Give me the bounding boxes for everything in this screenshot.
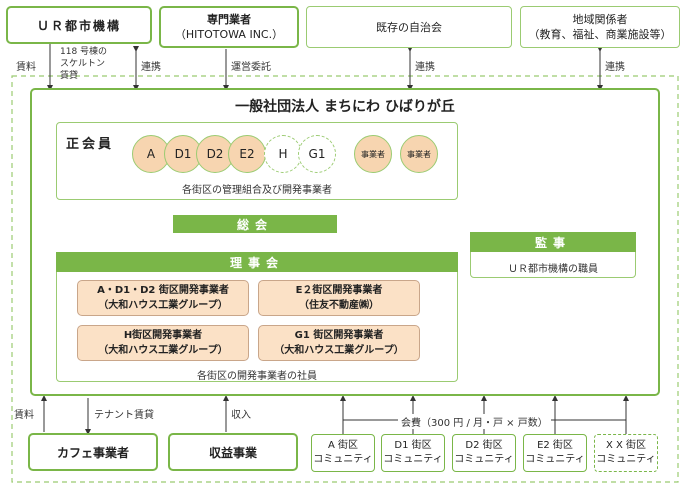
community-d1-type: コミュニティ (383, 454, 443, 465)
membership-fee-label: 会費（300 円 / 月・戸 × 戸数） (398, 414, 551, 429)
community-e2-type: コミュニティ (525, 454, 585, 465)
rent-bottom-label: 賃料 (14, 410, 34, 421)
member-d1-label: D1 (174, 147, 192, 161)
developer-e2-group: （住友不動産㈱） (299, 300, 379, 311)
developer-a-d1-d2-group: （大和ハウス工業グループ） (98, 300, 228, 311)
member-business-2-label: 事業者 (407, 149, 431, 159)
general-meeting-band: 総会 (173, 215, 337, 233)
skeleton-rental-label: 118 号棟の スケルトン 賃貸 (60, 46, 107, 82)
member-e2: E2 (228, 135, 266, 173)
income-label: 収入 (231, 410, 251, 421)
member-business-1: 事業者 (354, 135, 392, 173)
auditor-band: 監事 (470, 232, 636, 252)
developer-card-e2: E２街区開発事業者 （住友不動産㈱） (258, 280, 420, 316)
cafe-operator-label: カフェ事業者 (56, 445, 129, 460)
board-caption: 各街区の開発事業者の社員 (197, 371, 317, 382)
skeleton-line1: 118 号棟の (60, 47, 108, 57)
member-e2-label: E2 (239, 147, 255, 161)
specialist-box: 専門業者 （HITOTOWA INC.） (159, 6, 299, 48)
full-members-caption: 各街区の管理組合及び開発事業者 (182, 185, 332, 196)
existing-assoc-label: 既存の自治会 (376, 21, 442, 34)
cooperation-label-2: 連携 (415, 62, 435, 73)
community-a: A 街区 コミュニティ (311, 434, 375, 472)
member-business-1-label: 事業者 (361, 149, 385, 159)
auditor-label: 監事 (534, 235, 571, 250)
profit-business-box: 収益事業 (168, 433, 298, 471)
ur-agency-box: ＵＲ都市機構 (6, 6, 152, 44)
developer-g1-name: G1 街区開発事業者 (294, 330, 384, 341)
member-a: A (132, 135, 170, 173)
full-members-title: 正会員 (66, 137, 115, 152)
community-xx: X X 街区 コミュニティ (594, 434, 658, 472)
developer-e2-name: E２街区開発事業者 (295, 285, 383, 296)
community-d1: D1 街区 コミュニティ (381, 434, 445, 472)
member-g1-label: G1 (308, 147, 326, 161)
community-xx-name: X X 街区 (605, 440, 647, 451)
cooperation-label-3: 連携 (605, 62, 625, 73)
developer-h-group: （大和ハウス工業グループ） (98, 345, 228, 356)
profit-business-label: 収益事業 (208, 445, 257, 460)
community-e2: E2 街区 コミュニティ (523, 434, 587, 472)
developer-card-g1: G1 街区開発事業者 （大和ハウス工業グループ） (258, 325, 420, 361)
developer-h-name: H街区開発事業者 (123, 330, 203, 341)
member-a-label: A (146, 147, 156, 161)
member-h-label: H (278, 147, 288, 161)
skeleton-line2: スケルトン (60, 59, 106, 69)
community-d2-name: D2 街区 (465, 440, 503, 451)
local-stakeholders-box: 地域関係者 （教育、福祉、商業施設等） (520, 6, 680, 48)
developer-a-d1-d2-name: A・D1・D2 街区開発事業者 (97, 285, 229, 296)
board-label: 理事会 (229, 255, 284, 270)
ur-agency-label: ＵＲ都市機構 (36, 18, 121, 33)
member-d2-label: D2 (206, 147, 224, 161)
tenant-lease-label: テナント賃貸 (94, 410, 154, 421)
cafe-operator-box: カフェ事業者 (28, 433, 158, 471)
member-g1: G1 (298, 135, 336, 173)
local-stakeholders-detail: （教育、福祉、商業施設等） (528, 28, 672, 41)
community-a-name: A 街区 (327, 440, 359, 451)
specialist-label: 専門業者 (207, 13, 251, 26)
community-a-type: コミュニティ (313, 454, 373, 465)
community-d1-name: D1 街区 (394, 440, 432, 451)
developer-g1-group: （大和ハウス工業グループ） (274, 345, 404, 356)
community-d2-type: コミュニティ (454, 454, 514, 465)
member-h: H (264, 135, 302, 173)
board-band: 理事会 (56, 252, 458, 272)
developer-card-h: H街区開発事業者 （大和ハウス工業グループ） (77, 325, 249, 361)
organization-title: 一般社団法人 まちにわ ひばりが丘 (235, 99, 455, 115)
rent-label: 賃料 (16, 62, 36, 73)
member-business-2: 事業者 (400, 135, 438, 173)
community-d2: D2 街区 コミュニティ (452, 434, 516, 472)
local-stakeholders-label: 地域関係者 (572, 13, 628, 26)
management-label: 運営委託 (231, 62, 271, 73)
member-d1: D1 (164, 135, 202, 173)
auditor-description: ＵＲ都市機構の職員 (508, 264, 598, 275)
general-meeting-label: 総会 (236, 217, 273, 232)
skeleton-line3: 賃貸 (60, 71, 79, 81)
existing-assoc-box: 既存の自治会 (306, 6, 512, 48)
cooperation-label-1: 連携 (141, 62, 161, 73)
member-d2: D2 (196, 135, 234, 173)
community-xx-type: コミュニティ (596, 454, 656, 465)
community-e2-name: E2 街区 (537, 440, 573, 451)
developer-card-a-d1-d2: A・D1・D2 街区開発事業者 （大和ハウス工業グループ） (77, 280, 249, 316)
specialist-company: （HITOTOWA INC.） (174, 28, 284, 41)
